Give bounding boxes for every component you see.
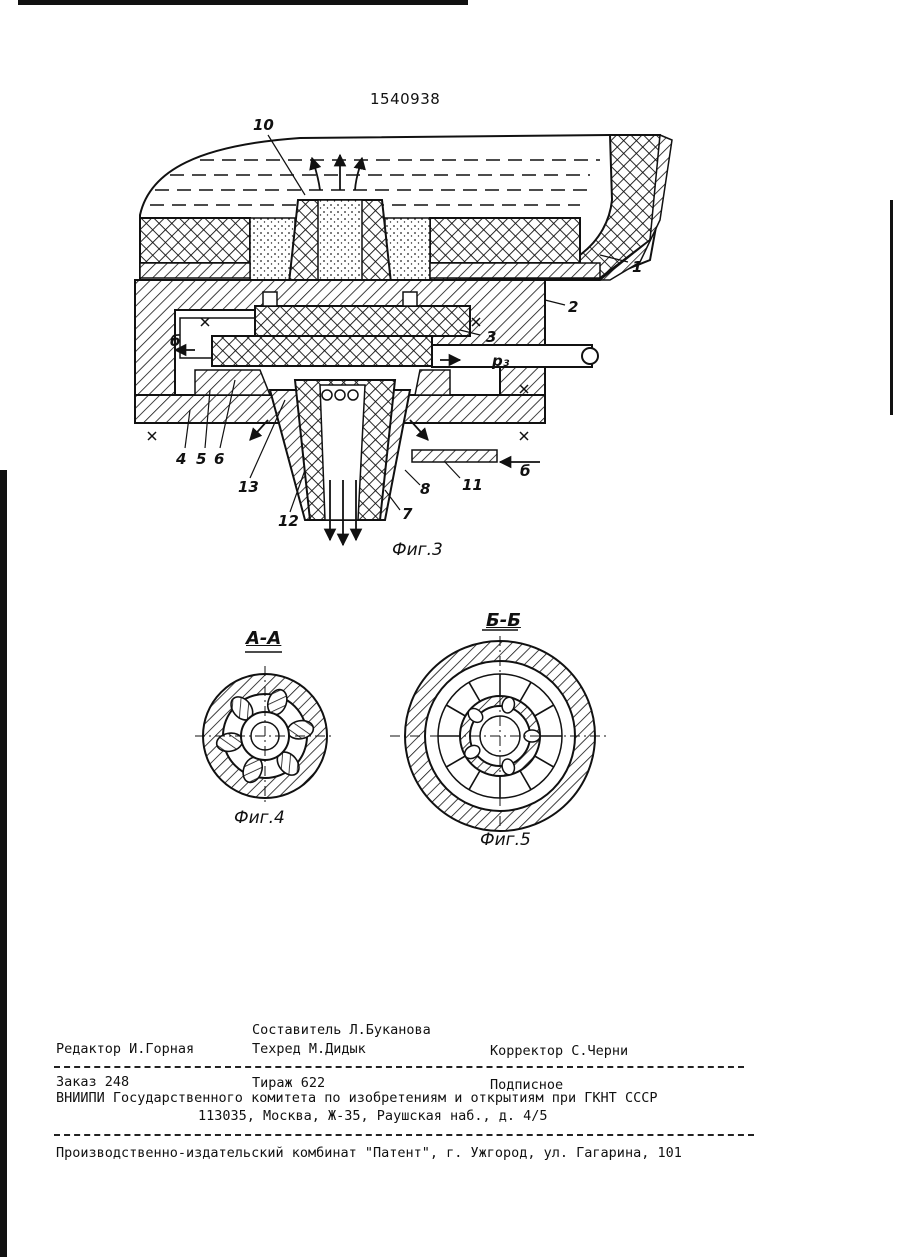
colophon-printer: Производственно-издательский комбинат "П… [56, 1145, 682, 1161]
fig4-section-label: А-А [246, 628, 281, 649]
fig3-label-b-right: р₃ [492, 352, 509, 370]
fig3-label-p3: б [520, 462, 530, 480]
fig3-label-11: 11 [462, 476, 483, 494]
fig3-label-3: 3 [486, 328, 496, 346]
colophon-order: Заказ 248 [56, 1074, 129, 1090]
figure-3-drawing [0, 0, 900, 620]
fig4-caption: Фиг.4 [234, 808, 285, 828]
colophon-divider-2 [54, 1134, 754, 1136]
fig3-label-10: 8 [420, 480, 430, 498]
colophon-address: 113035, Москва, Ж-35, Раушская наб., д. … [198, 1108, 548, 1124]
colophon-editor: Редактор И.Горная [56, 1041, 194, 1057]
figure-5 [390, 630, 610, 836]
fig3-label-b-left: б [170, 332, 180, 350]
colophon-techred: Техред М.Дидык [252, 1041, 366, 1057]
figures-4-5-drawing [0, 600, 900, 870]
colophon-compiler: Составитель Л.Буканова [252, 1022, 431, 1038]
colophon-corrector: Корректор С.Черни [490, 1043, 628, 1059]
fig3-label-4: 10 [253, 116, 274, 134]
fig3-label-5: 4 [176, 450, 186, 468]
fig5-caption: Фиг.5 [480, 830, 531, 850]
fig3-label-12: 12 [278, 512, 299, 530]
figure-4 [195, 652, 335, 806]
fig3-label-1: 1 [632, 258, 642, 276]
fig5-section-label: Б-Б [486, 610, 521, 631]
fig3-label-8: 7 [402, 505, 412, 523]
fig3-label-6: 5 [196, 450, 206, 468]
fig3-caption: Фиг.3 [392, 540, 443, 560]
fig3-label-7: 6 [214, 450, 224, 468]
colophon-circulation: Тираж 622 [252, 1075, 325, 1091]
fig3-label-2: 2 [568, 298, 578, 316]
fig3-label-13: 13 [238, 478, 259, 496]
colophon-institute: ВНИИПИ Государственного комитета по изоб… [56, 1090, 657, 1106]
colophon-divider-1 [54, 1066, 744, 1068]
